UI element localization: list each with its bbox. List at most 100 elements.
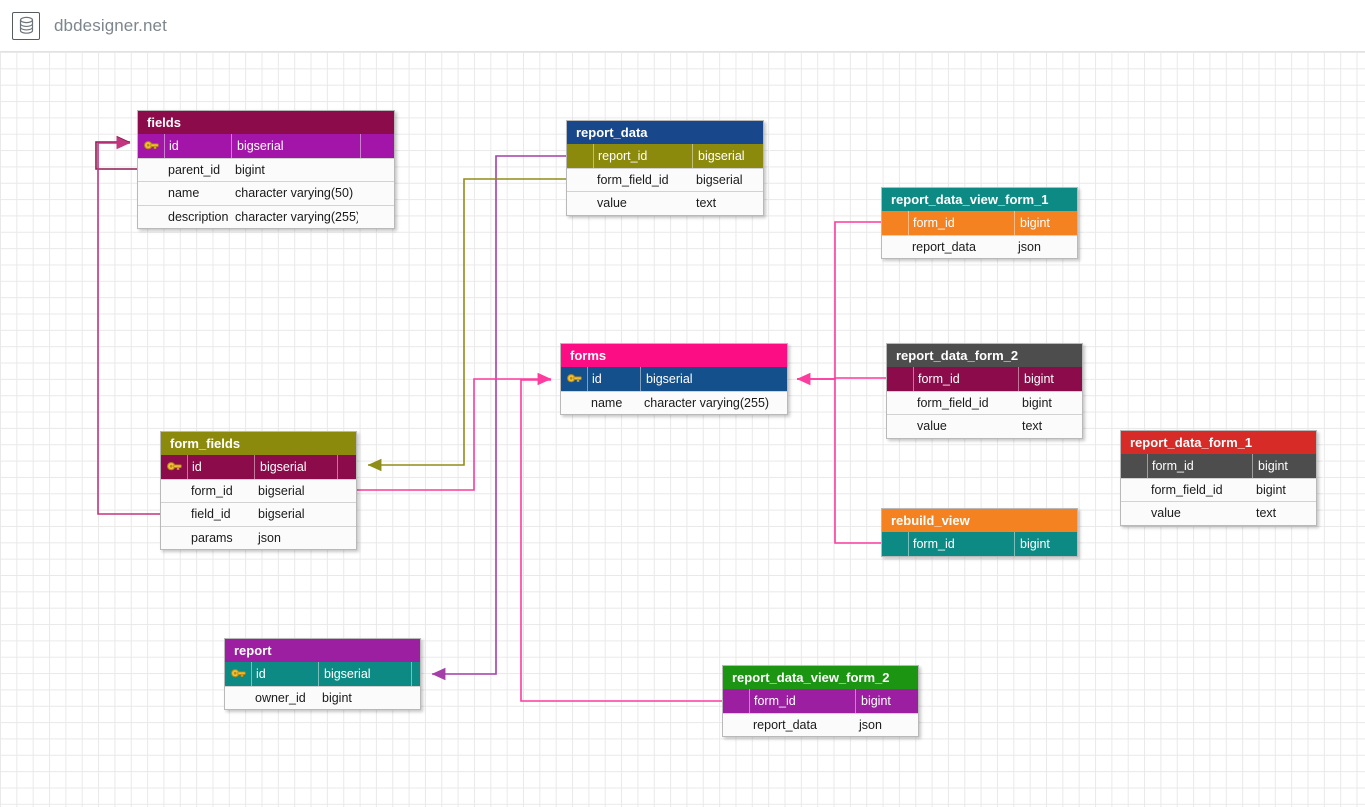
column-divider [1014,211,1015,235]
column-type: text [1022,419,1043,434]
column-name: field_id [191,507,231,522]
table-header-report_data_form_1[interactable]: report_data_form_1 [1121,431,1316,454]
column-type: bigserial [237,138,284,153]
table-row[interactable]: id bigserial [138,134,394,158]
column-name: report_id [598,148,648,163]
table-row[interactable]: field_id bigserial [161,502,356,526]
column-type: bigserial [324,666,371,681]
app-header: dbdesigner.net [0,0,1365,52]
column-divider [908,211,909,235]
table-row[interactable]: form_id bigint [882,211,1086,235]
column-name: form_field_id [597,172,669,187]
primary-key-icon [138,139,164,152]
column-type: bigint [322,690,352,705]
column-type: bigserial [258,483,305,498]
column-divider [1018,367,1019,391]
table-header-forms[interactable]: forms [561,344,787,367]
column-type: character varying(50) [235,186,354,201]
column-type: bigint [1024,371,1054,386]
column-name: form_id [913,536,955,551]
column-name: value [1151,506,1181,521]
table-report_data_view_form_1[interactable]: report_data_view_form_1 form_id bigint repo… [881,187,1086,259]
column-divider [1085,211,1086,235]
column-name: form_id [913,215,955,230]
table-header-form_fields[interactable]: form_fields [161,432,356,455]
column-divider [254,455,255,479]
table-header-report_data_view_form_2[interactable]: report_data_view_form_2 [723,666,918,689]
table-row[interactable]: id bigserial [225,662,420,686]
column-type: character varying(255) [644,395,770,410]
column-divider [231,134,232,158]
column-type: json [1018,239,1041,254]
primary-key-icon [161,460,187,473]
column-name: owner_id [255,690,306,705]
database-cylinder-icon[interactable] [12,11,40,40]
column-type: bigint [1256,482,1286,497]
table-row[interactable]: form_field_id bigserial [567,167,763,191]
column-name: id [169,138,179,153]
column-divider [593,144,594,168]
column-type: bigint [1022,395,1052,410]
column-divider [926,689,927,713]
column-type: bigserial [696,172,743,187]
column-divider [913,367,914,391]
column-type: bigint [1020,215,1050,230]
table-report[interactable]: report id bigserial owner_id bigint [224,638,421,710]
table-header-report_data[interactable]: report_data [567,121,763,144]
column-divider [855,689,856,713]
table-header-report_data_form_2[interactable]: report_data_form_2 [887,344,1082,367]
column-divider [164,134,165,158]
column-divider [1147,454,1148,478]
column-type: bigint [861,693,891,708]
table-header-report_data_view_form_1[interactable]: report_data_view_form_1 [882,188,1077,211]
column-divider [769,144,770,168]
table-row[interactable]: owner_id bigint [225,685,420,709]
column-divider [360,134,361,158]
primary-key-icon [225,667,251,680]
table-row[interactable]: name character varying(255) [561,390,787,414]
column-divider [587,367,588,391]
table-header-report[interactable]: report [225,639,420,662]
column-type: bigint [235,162,265,177]
table-header-fields[interactable]: fields [138,111,394,134]
column-name: name [591,395,623,410]
column-name: id [256,666,266,681]
table-header-rebuild_view[interactable]: rebuild_view [882,509,1077,532]
column-divider [640,367,641,391]
column-type: bigserial [260,459,307,474]
column-divider [411,662,412,686]
column-name: report_data [912,239,976,254]
column-name: params [191,530,233,545]
column-name: description [168,209,229,224]
column-type: bigserial [258,507,305,522]
table-row[interactable]: report_data json [882,234,1077,258]
column-type: json [859,717,882,732]
column-type: bigint [1258,458,1288,473]
